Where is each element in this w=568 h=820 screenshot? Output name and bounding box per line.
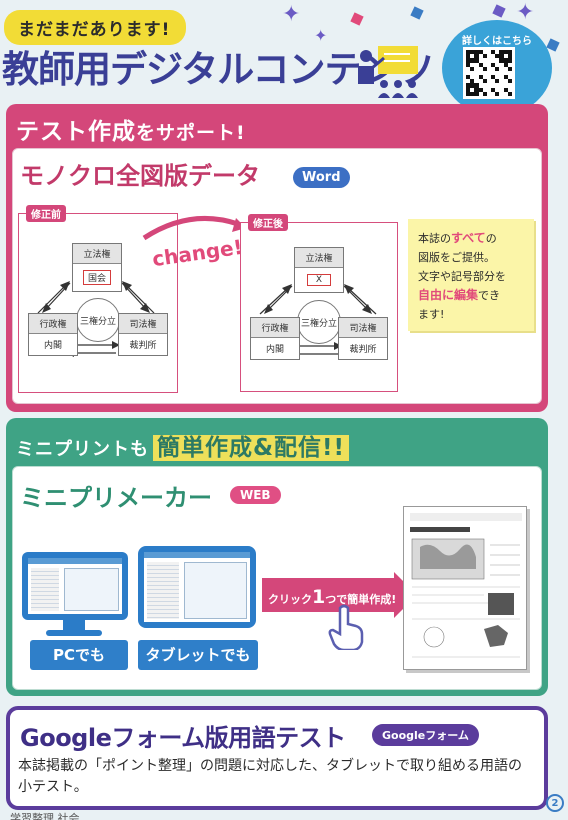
web-badge: WEB (230, 486, 281, 504)
diet-label: 国会 (82, 270, 111, 285)
feature-description: 本誌掲載の「ポイント整理」の問題に対応した、タブレットで取り組める用語の小テスト… (18, 758, 522, 795)
section-title-main: テスト作成 (16, 119, 136, 145)
note-text: 図版をご提供。 (418, 251, 495, 264)
app-screenshot (144, 552, 250, 622)
note-text: の (485, 232, 497, 245)
note-highlight: すべて (451, 231, 486, 245)
click-text: つで簡単作成! (325, 593, 397, 606)
note-text: でき (478, 289, 501, 302)
executive-label: 行政権 (29, 314, 77, 334)
confetti-icon (546, 38, 560, 52)
monitor-base (46, 630, 102, 636)
note-text: 文字や記号部分を (418, 270, 506, 283)
sticky-note: 本誌のすべての 図版をご提供。 文字や記号部分を 自由に編集でき ます! (408, 219, 534, 331)
section-title: ミニプリントも簡単作成&配信!! (16, 428, 350, 462)
cabinet-label: 内閣 (43, 341, 62, 351)
feature-title: モノクロ全図版データ (20, 162, 260, 190)
feature-title: Googleフォーム版用語テスト (20, 724, 346, 752)
editable-x-label: X (306, 274, 332, 286)
page-number: 2 (546, 794, 564, 812)
judicial-label: 司法権 (339, 318, 387, 338)
click-text: クリック (268, 593, 312, 606)
pc-label: PCでも (30, 640, 128, 670)
section-title-sub: をサポート! (136, 122, 246, 144)
note-highlight: 自由に編集 (418, 288, 479, 302)
legislative-label: 立法権 (295, 248, 343, 268)
pointer-hand-icon (328, 604, 364, 650)
court-label: 裁判所 (129, 341, 157, 351)
judicial-box: 司法権 裁判所 (338, 317, 388, 360)
cabinet-label: 内閣 (265, 345, 284, 355)
note-text: 本誌の (418, 232, 451, 245)
pc-monitor (22, 552, 128, 620)
app-screenshot (28, 558, 122, 614)
judicial-box: 司法権 裁判所 (118, 313, 168, 356)
click-label: クリック1つで簡単作成! (268, 586, 396, 608)
sparkle-icon: ✦ (314, 26, 328, 45)
sparkle-icon: ✦ (516, 0, 535, 25)
tablet (138, 546, 256, 628)
executive-label: 行政権 (251, 318, 299, 338)
executive-box: 行政権 内閣 (28, 313, 78, 356)
section-title-highlight: 簡単作成&配信!! (153, 435, 350, 461)
worksheet-content (410, 513, 522, 658)
qr-code-icon[interactable] (463, 47, 515, 99)
section-title: テスト作成をサポート! (16, 112, 246, 146)
google-form-section (6, 706, 548, 810)
footer-text: 学習整理 社会 (10, 812, 80, 820)
note-text: ます! (418, 308, 445, 321)
click-number: 1 (312, 586, 326, 608)
legislative-box: 立法権 国会 (72, 243, 122, 292)
judicial-label: 司法権 (119, 314, 167, 334)
sparkle-icon: ✦ (282, 2, 301, 27)
court-label: 裁判所 (349, 345, 377, 355)
arrow-right-icon (262, 572, 417, 618)
monitor-stand (63, 618, 85, 632)
section-title-main: ミニプリントも (16, 439, 149, 460)
tablet-label: タブレットでも (138, 640, 258, 670)
executive-box: 行政権 内閣 (250, 317, 300, 360)
qr-label: 詳しくはこちら (462, 36, 532, 47)
google-form-badge: Googleフォーム (372, 724, 479, 746)
before-tag: 修正前 (26, 205, 66, 222)
separation-circle: 三権分立 (76, 298, 120, 342)
feature-title: ミニプリメーカー (20, 484, 212, 512)
separation-circle: 三権分立 (297, 300, 341, 344)
confetti-icon (410, 6, 424, 20)
word-badge: Word (293, 167, 350, 188)
confetti-icon (492, 4, 506, 18)
legislative-label: 立法権 (73, 244, 121, 264)
legislative-box: 立法権 X (294, 247, 344, 293)
after-tag: 修正後 (248, 214, 288, 231)
diagram-arrows (259, 284, 377, 358)
tagline-badge: まだまだあります! (4, 10, 187, 45)
teacher-icon (358, 46, 418, 98)
worksheet-preview (403, 506, 527, 670)
confetti-icon (350, 12, 364, 26)
